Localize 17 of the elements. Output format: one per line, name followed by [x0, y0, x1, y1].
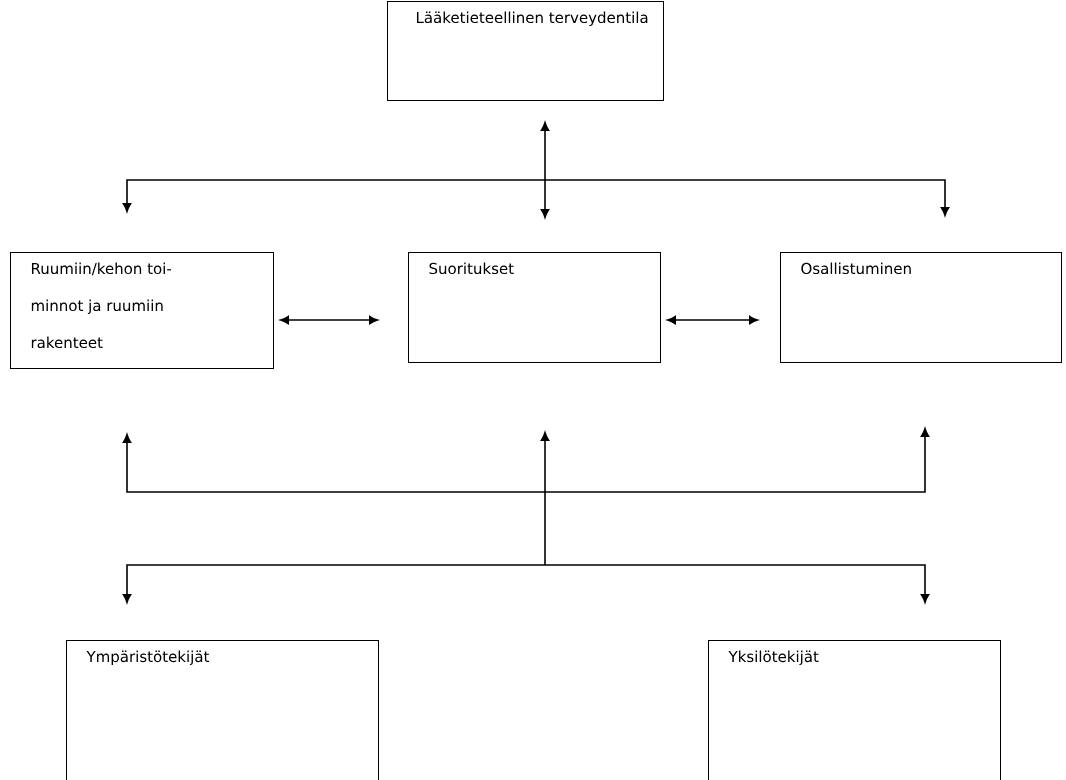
- arrow: [544, 427, 930, 493]
- arrow: [544, 564, 930, 604]
- box: Lääketieteellinen terveydentila: [387, 1, 664, 101]
- arrow: [544, 179, 950, 217]
- arrow: [122, 564, 546, 604]
- arrow: [122, 179, 546, 213]
- box: Ruumiin/kehon toi- minnot ja ruumiin rakenteet: [10, 252, 274, 369]
- arrow: [540, 121, 550, 181]
- arrow: [540, 431, 550, 493]
- box: Yksilötekijät: [708, 640, 1001, 780]
- box: Ympäristötekijät: [66, 640, 379, 780]
- arrow: [540, 179, 550, 219]
- arrow: [279, 315, 379, 325]
- arrow: [122, 433, 546, 493]
- arrow: [666, 315, 759, 325]
- box: Suoritukset: [408, 252, 661, 363]
- box: Osallistuminen: [780, 252, 1062, 363]
